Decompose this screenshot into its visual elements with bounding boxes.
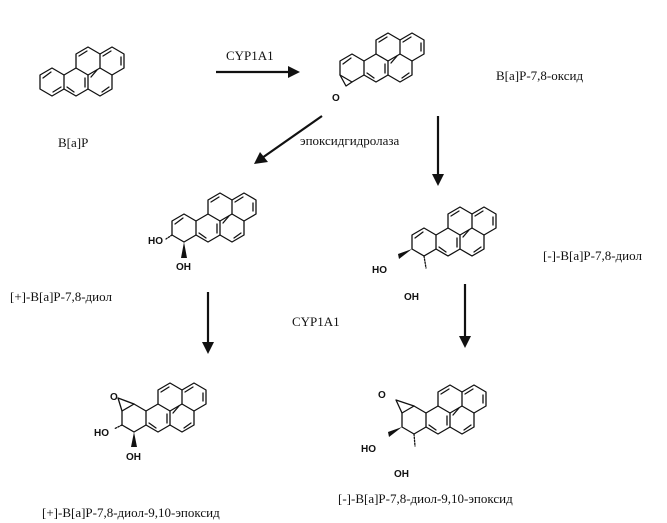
- diol-plus-ho-atom: HO: [148, 236, 163, 247]
- arrow-oxide-to-diol-minus: [432, 116, 444, 186]
- diol-minus-molecule: [411, 206, 497, 269]
- oh-wedge-bond: [131, 432, 137, 447]
- hydrolase-label: эпоксидгидролаза: [300, 133, 399, 148]
- diol-epoxide-plus-molecule: [113, 382, 207, 433]
- diol-plus-molecule: [165, 192, 257, 243]
- diol-plus-label: [+]-B[a]P-7,8-диол: [10, 289, 112, 304]
- oh-wedge-bond: [181, 242, 187, 258]
- epoxide-plus-label: [+]-B[a]P-7,8-диол-9,10-эпоксид: [42, 505, 220, 520]
- arrow-diol-plus-to-epoxide: [202, 292, 214, 354]
- bap-label: B[a]P: [58, 135, 88, 150]
- diol-minus-ho-atom: HO: [372, 265, 387, 276]
- cyp1a1-label-top: CYP1A1: [226, 48, 274, 63]
- oxide-label: B[a]P-7,8-оксид: [496, 68, 583, 83]
- bap-molecule: [39, 46, 125, 97]
- ho-wedge-bond: [388, 427, 402, 437]
- arrow-diol-minus-to-epoxide: [459, 284, 471, 348]
- diol-epoxide-minus-molecule: [395, 384, 487, 447]
- epox-minus-oh-atom: OH: [394, 469, 409, 480]
- cyp1a1-label-middle: CYP1A1: [292, 314, 340, 329]
- diol-plus-oh-atom: OH: [176, 262, 191, 273]
- diol-minus-oh-atom: OH: [404, 292, 419, 303]
- epox-plus-oh-atom: OH: [126, 452, 141, 463]
- epox-minus-oxygen-atom: O: [378, 390, 386, 401]
- arrow-oxide-to-diol-plus: [254, 115, 323, 164]
- arrow-bap-to-oxide: [216, 66, 300, 78]
- epox-plus-oxygen-atom: O: [110, 392, 118, 403]
- oxide-oxygen-atom: O: [332, 93, 340, 104]
- ho-wedge-bond: [398, 249, 412, 259]
- epox-minus-ho-atom: HO: [361, 444, 376, 455]
- epox-plus-ho-atom: HO: [94, 428, 109, 439]
- diol-minus-label: [-]-B[a]P-7,8-диол: [543, 248, 642, 263]
- oxide-molecule: [339, 32, 425, 87]
- epoxide-minus-label: [-]-B[a]P-7,8-диол-9,10-эпоксид: [338, 491, 513, 506]
